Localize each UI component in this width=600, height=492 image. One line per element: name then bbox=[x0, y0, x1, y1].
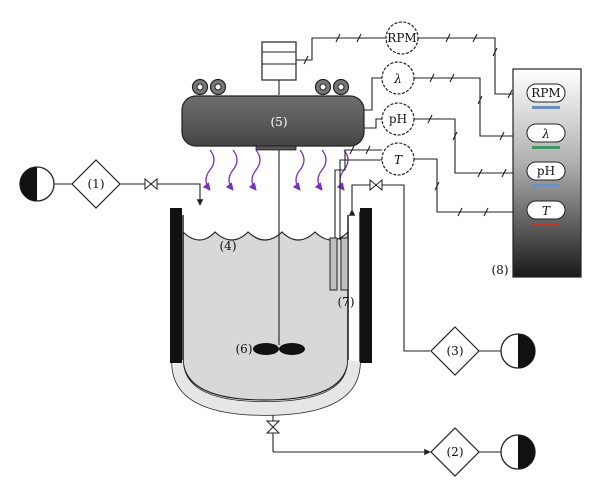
stirrer-shaft bbox=[253, 150, 305, 355]
pump-1-label: (1) bbox=[88, 177, 105, 191]
sensor-lambda: λ bbox=[381, 61, 415, 95]
bottom-outlet bbox=[265, 415, 431, 456]
sensor-wiring bbox=[296, 33, 527, 217]
outlet-valve-icon[interactable] bbox=[265, 420, 281, 434]
wheel-icons bbox=[191, 78, 350, 96]
left-heating-plate bbox=[170, 208, 182, 363]
pump-2-label: (2) bbox=[447, 445, 464, 459]
svg-text:T: T bbox=[542, 204, 551, 218]
light-rays bbox=[202, 149, 349, 191]
controller-unit: RPM λ pH T (8) bbox=[492, 68, 582, 278]
pump-1[interactable] bbox=[71, 159, 121, 209]
pump-3-label: (3) bbox=[447, 344, 464, 358]
display-rpm: RPM bbox=[526, 83, 566, 109]
vessel-jacket bbox=[172, 360, 360, 415]
display-temp: T bbox=[526, 200, 566, 226]
pump-2[interactable] bbox=[430, 427, 480, 477]
impeller-blade-left bbox=[253, 343, 279, 355]
svg-text:λ: λ bbox=[541, 127, 550, 141]
svg-text:T: T bbox=[394, 153, 403, 167]
svg-text:λ: λ bbox=[393, 72, 402, 86]
feed-valve-3-icon[interactable] bbox=[369, 178, 383, 192]
sensor-ph: pH bbox=[381, 102, 415, 136]
right-heating-plate bbox=[360, 208, 372, 363]
liquid-label: (4) bbox=[220, 239, 237, 253]
impeller-label: (6) bbox=[236, 342, 253, 356]
sensor-rpm: RPM bbox=[385, 21, 419, 55]
pump-3[interactable] bbox=[430, 326, 480, 376]
probe-1 bbox=[329, 237, 338, 291]
stirrer-motor bbox=[261, 41, 297, 81]
display-lambda: λ bbox=[526, 123, 566, 149]
impeller-blade-right bbox=[279, 343, 305, 355]
probe-assembly bbox=[329, 150, 385, 291]
display-ph: pH bbox=[526, 161, 566, 187]
sensor-temp: T bbox=[381, 142, 415, 176]
feed-valve-1-icon[interactable] bbox=[144, 177, 158, 191]
svg-text:RPM: RPM bbox=[387, 31, 416, 45]
probe-label: (7) bbox=[338, 295, 355, 309]
liquid-volume bbox=[182, 230, 349, 401]
svg-text:pH: pH bbox=[389, 112, 407, 126]
feed-line-1: (1) bbox=[19, 159, 204, 209]
svg-text:pH: pH bbox=[537, 164, 555, 178]
feed-line-2: (2) bbox=[430, 427, 536, 477]
lamp-label: (5) bbox=[271, 115, 288, 129]
svg-text:RPM: RPM bbox=[531, 86, 560, 100]
reactor-vessel bbox=[170, 208, 372, 416]
controller-label: (8) bbox=[492, 263, 509, 277]
lamp-assembly: (5) bbox=[181, 41, 365, 151]
probe-2 bbox=[340, 237, 349, 291]
feed-line-3: (3) bbox=[348, 178, 536, 376]
